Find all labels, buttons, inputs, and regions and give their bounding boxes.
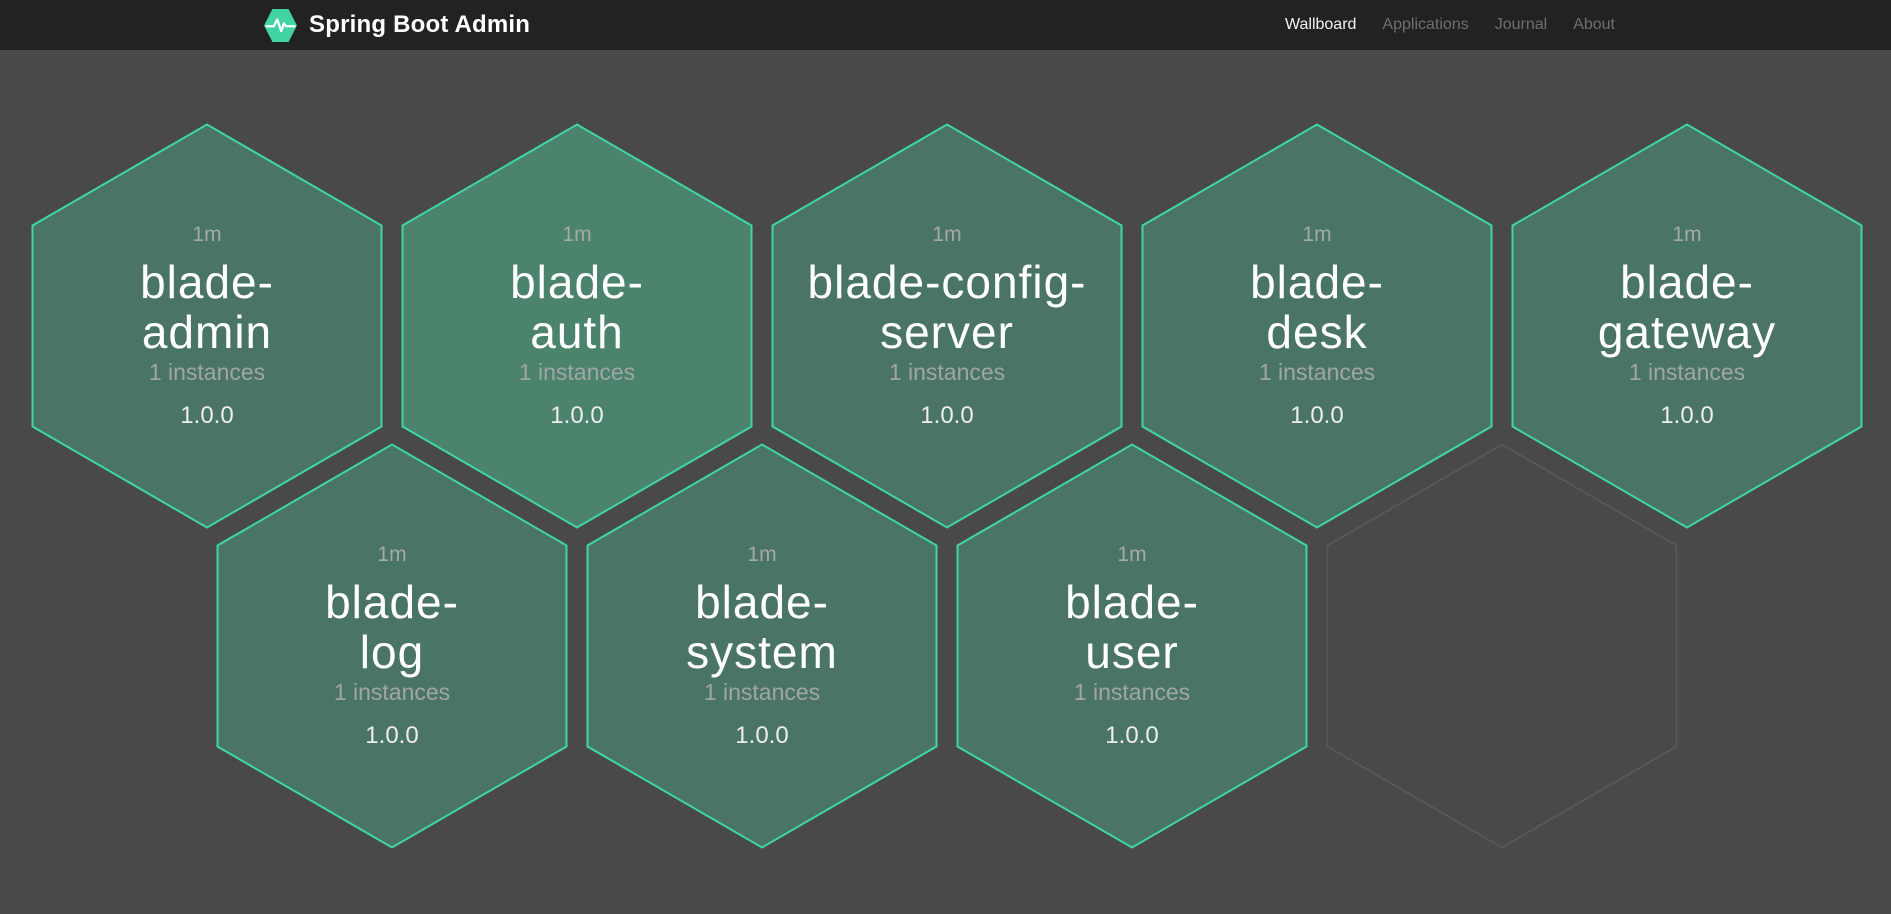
nav-item-about[interactable]: About xyxy=(1573,16,1615,33)
hexagon-shape xyxy=(1141,123,1493,529)
nav-item-wallboard[interactable]: Wallboard xyxy=(1284,16,1357,33)
hexagon-shape xyxy=(401,123,753,529)
hexagon-shape xyxy=(956,443,1308,849)
application-hexagon-blade-system[interactable]: 1m blade-system 1 instances 1.0.0 xyxy=(586,443,938,849)
hexagon-shape xyxy=(216,443,568,849)
hexagon-pulse-icon xyxy=(264,8,297,42)
top-navbar: Spring Boot Admin Wallboard Applications… xyxy=(0,0,1891,50)
nav-item-journal[interactable]: Journal xyxy=(1494,16,1548,33)
application-hexagon-blade-user[interactable]: 1m blade-user 1 instances 1.0.0 xyxy=(956,443,1308,849)
hexagon-shape xyxy=(1511,123,1863,529)
brand[interactable]: Spring Boot Admin xyxy=(263,7,530,44)
navbar-container: Spring Boot Admin Wallboard Applications… xyxy=(263,0,1628,50)
hexagon-shape xyxy=(771,123,1123,529)
wallboard: 1m blade-admin 1 instances 1.0.0 1m blad… xyxy=(0,50,1891,914)
empty-hexagon-placeholder xyxy=(1326,443,1678,849)
hexagon-shape xyxy=(1326,443,1678,849)
nav-item-applications[interactable]: Applications xyxy=(1382,16,1469,33)
application-hexagon-blade-log[interactable]: 1m blade-log 1 instances 1.0.0 xyxy=(216,443,568,849)
hexagon-shape xyxy=(31,123,383,529)
main-nav: Wallboard Applications Journal About xyxy=(1272,0,1628,50)
brand-title: Spring Boot Admin xyxy=(309,11,531,38)
hexagon-shape xyxy=(586,443,938,849)
